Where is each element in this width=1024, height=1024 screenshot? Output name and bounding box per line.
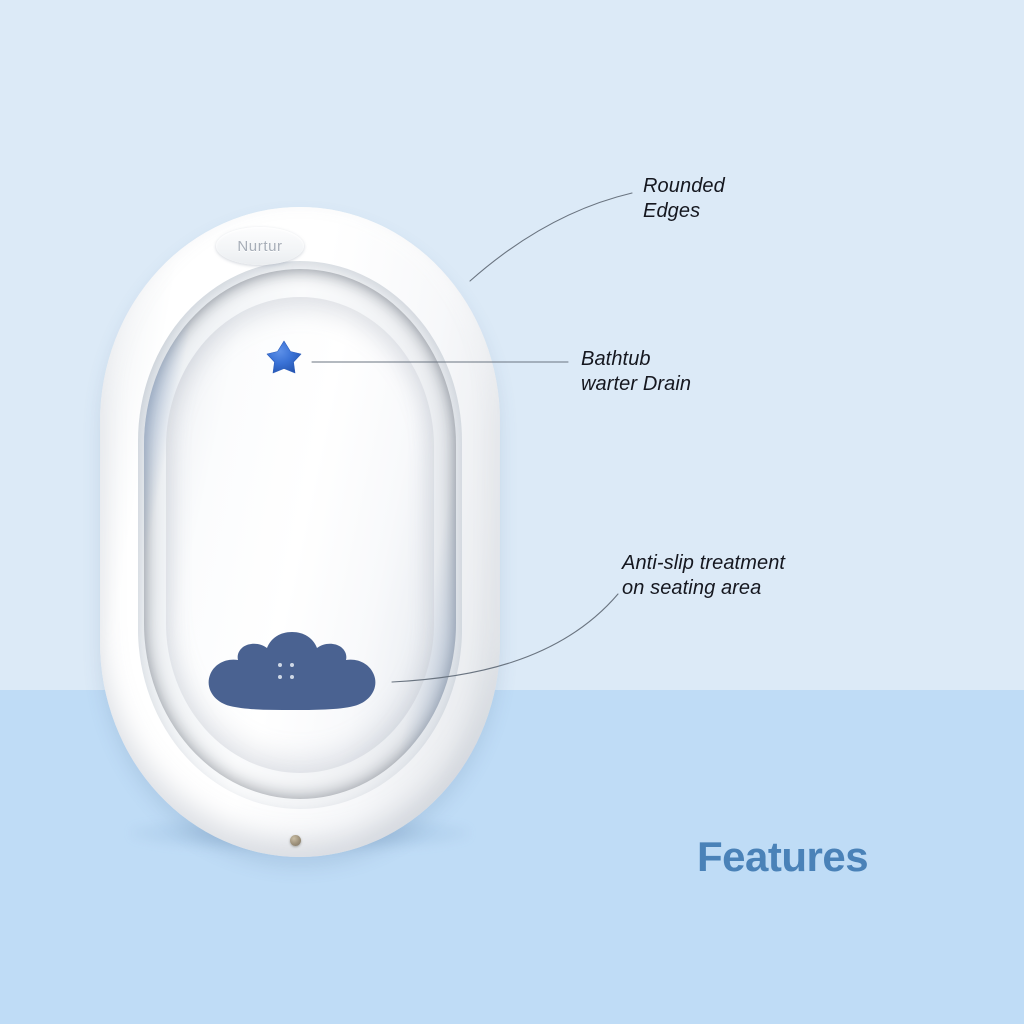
star-drain-plug-icon[interactable] (264, 338, 304, 378)
product-bathtub: Nurtur (92, 205, 508, 865)
brand-name-text: Nurtur (237, 237, 283, 255)
leader-line-anti-slip (391, 593, 619, 683)
leader-line-rounded-edges (469, 192, 633, 282)
brand-badge: Nurtur (216, 227, 304, 265)
callout-label-bathtub-drain: Bathtub warter Drain (581, 348, 692, 395)
anti-slip-seat-pad (202, 630, 382, 710)
features-heading: Features (697, 833, 869, 880)
callout-label-anti-slip: Anti-slip treatment on seating area (622, 552, 786, 599)
anti-slip-texture-dots (278, 663, 298, 683)
callout-label-rounded-edges: Rounded Edges (643, 175, 725, 222)
bottom-drain-outlet (290, 835, 301, 846)
